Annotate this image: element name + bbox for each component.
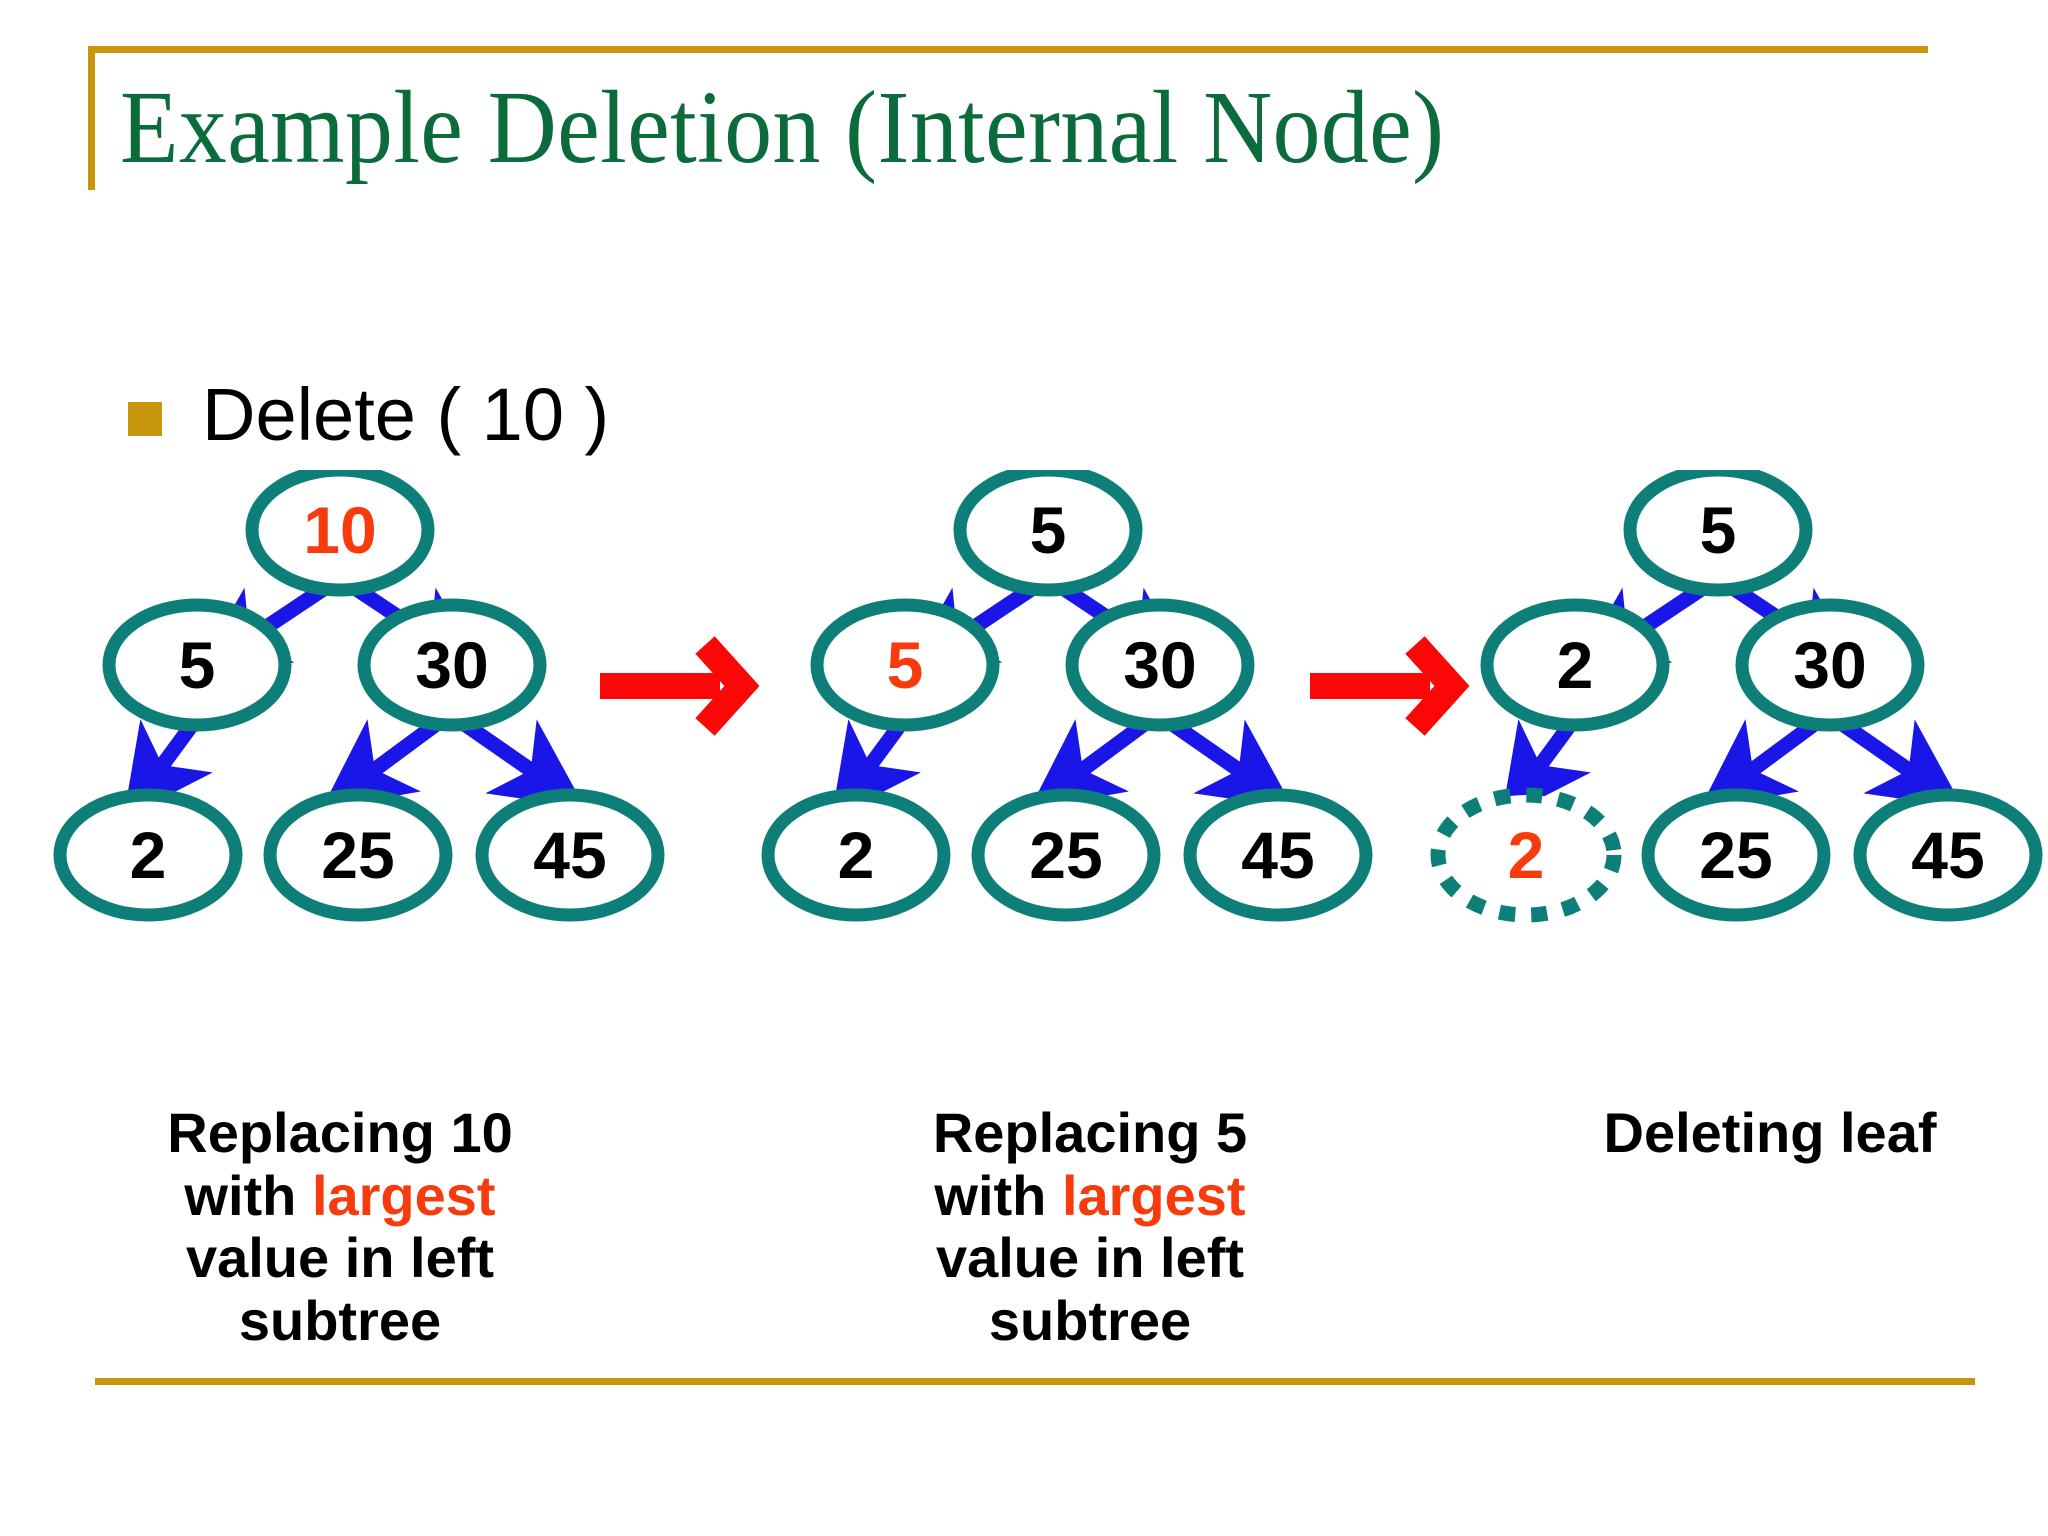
node-label: 25 bbox=[1029, 818, 1102, 892]
caption-2-line-2: with largest bbox=[830, 1163, 1350, 1228]
node-label: 2 bbox=[1557, 628, 1594, 702]
transition-arrow-2 bbox=[1310, 636, 1470, 736]
tree-3-leaf-2[interactable]: 25 bbox=[1641, 788, 1831, 922]
tree-1-leaf-2[interactable]: 25 bbox=[263, 788, 453, 922]
node-label: 45 bbox=[1911, 818, 1984, 892]
caption-1-line-4: subtree bbox=[238, 1289, 442, 1353]
caption-2-line-3: value in left bbox=[935, 1226, 1245, 1290]
tree-3-leaf-3[interactable]: 45 bbox=[1853, 788, 2043, 922]
node-label: 5 bbox=[179, 628, 216, 702]
tree-1: 10 5 30 2 25 45 bbox=[53, 470, 665, 922]
tree-1-leaf-1[interactable]: 2 bbox=[53, 788, 243, 922]
node-label: 25 bbox=[321, 818, 394, 892]
node-label: 2 bbox=[1508, 818, 1545, 892]
bullet-row: Delete ( 10 ) bbox=[128, 378, 609, 452]
tree-3: 5 2 30 2 25 45 bbox=[1430, 470, 2043, 923]
tree-2: 5 5 30 2 25 45 bbox=[761, 470, 1373, 922]
dotted-node-outline bbox=[1430, 787, 1622, 923]
bottom-gold-rule bbox=[95, 1378, 1975, 1385]
node-label: 2 bbox=[130, 818, 167, 892]
tree-1-node-right[interactable]: 30 bbox=[357, 598, 547, 732]
deletion-diagram: 10 5 30 2 25 45 bbox=[0, 470, 2048, 1030]
caption-2-line-2-pre: with bbox=[934, 1163, 1062, 1227]
tree-3-leaf-deleted[interactable]: 2 bbox=[1430, 787, 1622, 923]
node-label: 45 bbox=[1241, 818, 1314, 892]
node-label: 2 bbox=[838, 818, 875, 892]
node-label: 5 bbox=[887, 628, 924, 702]
tree-3-node-root[interactable]: 5 bbox=[1623, 470, 1813, 597]
caption-3-line-1: Deleting leaf bbox=[1603, 1101, 1937, 1164]
caption-2-highlight: largest bbox=[1061, 1163, 1246, 1227]
tree-3-node-right[interactable]: 30 bbox=[1735, 598, 1925, 732]
tree-1-node-root[interactable]: 10 bbox=[245, 470, 435, 597]
node-label: 30 bbox=[1123, 628, 1196, 702]
page-title: Example Deletion (Internal Node) bbox=[120, 70, 1445, 185]
caption-3: Deleting leaf bbox=[1490, 1101, 2048, 1165]
bullet-label: Delete ( 10 ) bbox=[202, 373, 610, 456]
caption-1: Replacing 10 with largest value in left … bbox=[80, 1101, 600, 1353]
caption-1-highlight: largest bbox=[311, 1163, 496, 1227]
tree-2-node-root[interactable]: 5 bbox=[953, 470, 1143, 597]
tree-2-leaf-2[interactable]: 25 bbox=[971, 788, 1161, 922]
node-label: 5 bbox=[1030, 493, 1067, 567]
top-gold-rule bbox=[88, 46, 1928, 53]
tree-2-node-right[interactable]: 30 bbox=[1065, 598, 1255, 732]
tree-2-leaf-1[interactable]: 2 bbox=[761, 788, 951, 922]
tree-2-node-left[interactable]: 5 bbox=[810, 598, 1000, 732]
transition-arrow-1 bbox=[600, 636, 760, 736]
caption-2-line-1: Replacing 5 bbox=[932, 1101, 1248, 1164]
node-label: 30 bbox=[1793, 628, 1866, 702]
caption-1-line-3: value in left bbox=[185, 1226, 495, 1290]
node-label: 30 bbox=[415, 628, 488, 702]
caption-2-line-4: subtree bbox=[988, 1289, 1192, 1353]
tree-1-leaf-3[interactable]: 45 bbox=[475, 788, 665, 922]
left-gold-rule bbox=[88, 46, 95, 190]
node-label: 5 bbox=[1700, 493, 1737, 567]
caption-1-line-1: Replacing 10 bbox=[167, 1101, 513, 1164]
tree-1-node-left[interactable]: 5 bbox=[102, 598, 292, 732]
caption-2: Replacing 5 with largest value in left s… bbox=[830, 1101, 1350, 1353]
square-bullet-icon bbox=[128, 402, 162, 436]
tree-2-leaf-3[interactable]: 45 bbox=[1183, 788, 1373, 922]
caption-1-line-2: with largest bbox=[80, 1163, 600, 1228]
caption-1-line-2-pre: with bbox=[184, 1163, 312, 1227]
tree-3-node-left[interactable]: 2 bbox=[1480, 598, 1670, 732]
node-label: 25 bbox=[1699, 818, 1772, 892]
node-label: 45 bbox=[533, 818, 606, 892]
node-label: 10 bbox=[303, 493, 376, 567]
